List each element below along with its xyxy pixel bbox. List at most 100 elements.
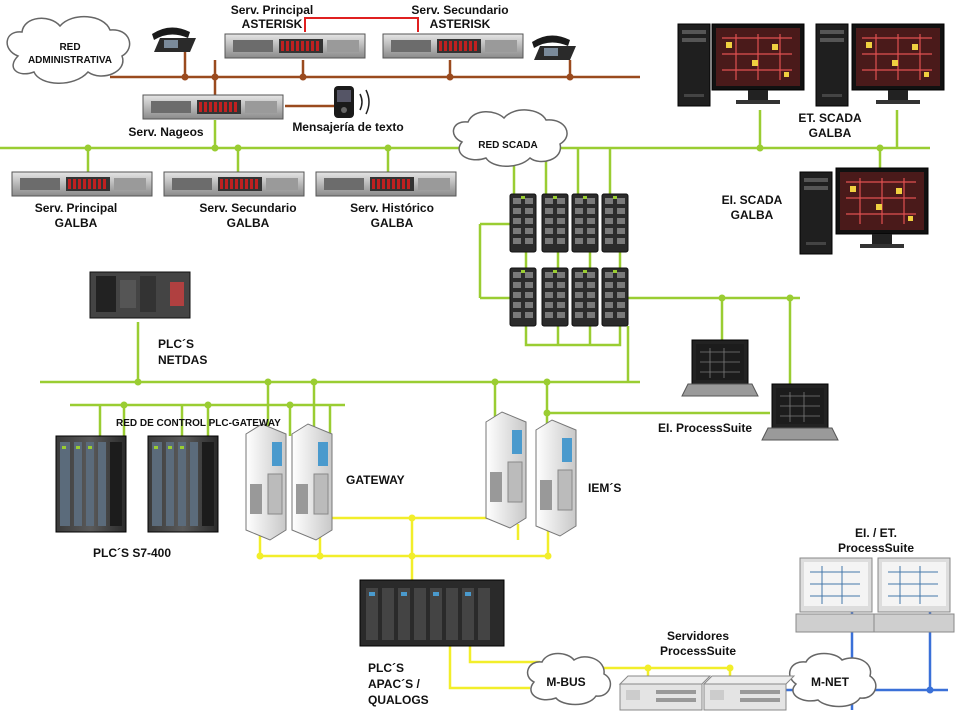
phone-icon [532,35,576,60]
phone-icon [152,27,196,52]
et-scada-monitor-icon [711,23,805,105]
s7-400-plc-icon [55,435,127,533]
asterisk-secundario-label-line1: Serv. Secundario [411,3,508,17]
svg-text:GALBA: GALBA [809,126,852,140]
mnet-label: M-NET [811,675,850,689]
servidores-processsuite-label-line2: ProcessSuite [660,644,736,658]
galba-secundario-label-line1: Serv. Secundario [199,201,296,215]
nageos-label: Serv. Nageos [128,125,203,139]
asterisk-redundancy-link [304,17,419,32]
netdas-label-line1: PLC´S [158,337,194,351]
mobile-phone-icon [334,86,370,118]
svg-text:NETDAS: NETDAS [158,353,207,367]
scada-switch-stack [509,193,629,327]
sms-label: Mensajería de texto [292,120,403,134]
apacs-label-line2: APAC´S / [368,677,420,691]
s7-400-plc-icon [147,435,219,533]
asterisk-principal-server-icon [224,33,366,59]
asterisk-secundario-server-icon [382,33,524,59]
svg-text:EI. SCADA: EI. SCADA [722,193,783,207]
svg-text:ASTERISK: ASTERISK [430,17,491,31]
et-scada-tower-icon [815,23,849,107]
apacs-plc-rack-icon [359,579,505,647]
et-scada-label-line1: ET. SCADA [798,111,862,125]
galba-principal-label-line2: GALBA [55,216,98,230]
svg-text:EI. / ET.: EI. / ET. [855,526,897,540]
svg-text:APAC´S /: APAC´S / [368,677,420,691]
svg-text:RED: RED [59,42,80,53]
ei-et-processsuite-label-line1: EI. / ET. [855,526,897,540]
processsuite-server-icon [703,675,795,711]
iem-device-icon [535,419,577,537]
svg-text:GALBA: GALBA [731,208,774,222]
svg-text:PLC´S: PLC´S [368,661,404,675]
galba-historico-server-icon [315,171,457,197]
red-administrativa-cloud: RED ADMINISTRATIVA [6,15,131,84]
svg-text:Serv. Principal: Serv. Principal [231,3,313,17]
et-scada-tower-icon [677,23,711,107]
galba-historico-label-line2: GALBA [371,216,414,230]
ei-et-processsuite-label-line2: ProcessSuite [838,541,914,555]
plc-s7-label: PLC´S S7-400 [93,546,171,560]
iem-device-icon [485,411,527,529]
ei-processsuite-label: EI. ProcessSuite [658,421,752,435]
svg-text:ProcessSuite: ProcessSuite [838,541,914,555]
red-scada-cloud: RED SCADA [452,109,568,167]
nageos-server-icon [142,94,284,120]
netdas-label-line2: NETDAS [158,353,207,367]
processsuite-server-icon [619,675,711,711]
svg-text:Serv. Secundario: Serv. Secundario [199,201,296,215]
galba-principal-label-line1: Serv. Principal [35,201,117,215]
galba-historico-label-line1: Serv. Histórico [350,201,434,215]
svg-text:Servidores: Servidores [667,629,729,643]
admin-junctions [181,73,574,81]
svg-text:GALBA: GALBA [371,216,414,230]
galba-principal-server-icon [11,171,153,197]
netdas-plc-icon [89,271,191,319]
asterisk-secundario-label-line2: ASTERISK [430,17,491,31]
svg-text:PLC´S: PLC´S [158,337,194,351]
svg-text:ProcessSuite: ProcessSuite [660,644,736,658]
svg-text:ET. SCADA: ET. SCADA [798,111,862,125]
apacs-label-line1: PLC´S [368,661,404,675]
mbus-cloud: M-BUS [526,652,612,706]
processsuite-laptop-icon [681,339,759,397]
galba-secundario-server-icon [163,171,305,197]
ei-scada-label-line1: EI. SCADA [722,193,783,207]
processsuite-laptop-icon [761,383,839,441]
ei-scada-label-line2: GALBA [731,208,774,222]
svg-text:Serv. Histórico: Serv. Histórico [350,201,434,215]
svg-text:Serv. Principal: Serv. Principal [35,201,117,215]
mnet-cloud: M-NET [788,652,877,708]
gateway-device-icon [291,423,333,541]
ei-scada-tower-icon [799,171,833,255]
gateway-device-icon [245,423,287,541]
asterisk-principal-label-line2: ASTERISK [242,17,303,31]
et-scada-label-line2: GALBA [809,126,852,140]
gateway-label: GATEWAY [346,473,405,487]
scada-junctions [84,144,884,417]
red-admin-line2: ADMINISTRATIVA [28,55,112,66]
svg-text:QUALOGS: QUALOGS [368,693,429,707]
processsuite-workstation-icon [795,557,877,633]
et-scada-monitor-icon [851,23,945,105]
ei-scada-monitor-icon [835,167,929,249]
red-control-label: RED DE CONTROL PLC-GATEWAY [116,418,281,429]
svg-text:GALBA: GALBA [55,216,98,230]
field-bus-junctions [256,514,734,672]
asterisk-principal-label-line1: Serv. Principal [231,3,313,17]
svg-text:Serv. Secundario: Serv. Secundario [411,3,508,17]
apacs-label-line3: QUALOGS [368,693,429,707]
servidores-processsuite-label-line1: Servidores [667,629,729,643]
red-scada-label: RED SCADA [478,140,537,151]
galba-secundario-label-line2: GALBA [227,216,270,230]
iems-label: IEM´S [588,481,621,495]
svg-text:ASTERISK: ASTERISK [242,17,303,31]
red-admin-line1: RED [59,42,80,53]
mbus-label: M-BUS [546,675,585,689]
svg-text:GALBA: GALBA [227,216,270,230]
svg-text:ADMINISTRATIVA: ADMINISTRATIVA [28,55,112,66]
processsuite-workstation-icon [873,557,955,633]
